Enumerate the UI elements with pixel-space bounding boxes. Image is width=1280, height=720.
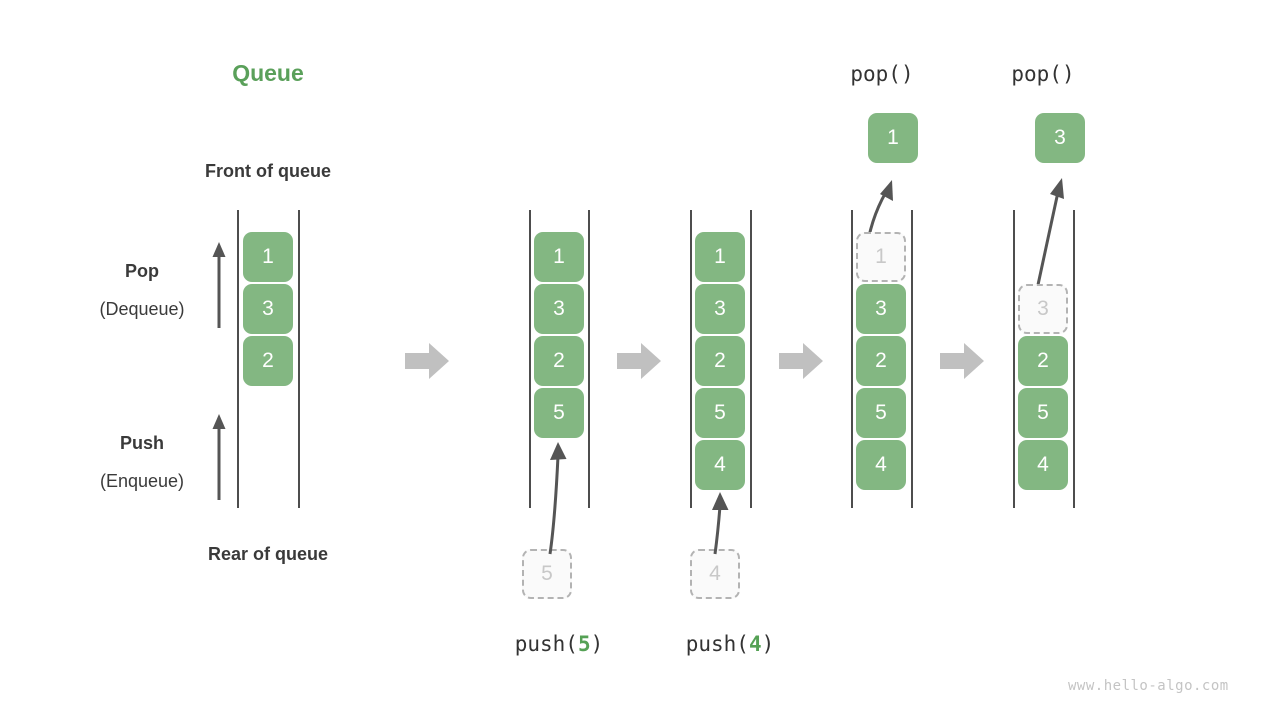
queue-cell: 1 bbox=[243, 232, 293, 282]
push-label: Push bbox=[119, 433, 164, 453]
queue-cell: 3 bbox=[695, 284, 745, 334]
queue-rail-left bbox=[690, 210, 692, 508]
push-direction-arrow-icon bbox=[212, 414, 226, 500]
queue-rail-right bbox=[750, 210, 752, 508]
queue-rail-right bbox=[298, 210, 300, 508]
push-insert-arrow-icon bbox=[548, 442, 567, 555]
queue-cell: 2 bbox=[856, 336, 906, 386]
queue-cell: 1 bbox=[695, 232, 745, 282]
incoming-ghost-cell: 4 bbox=[690, 549, 740, 599]
queue-rail-right bbox=[1073, 210, 1075, 508]
queue-cell: 2 bbox=[534, 336, 584, 386]
pop-caption-prefix: pop( bbox=[1011, 62, 1062, 86]
popped-cell: 3 bbox=[1035, 113, 1085, 163]
flow-arrow-icon bbox=[405, 343, 449, 379]
queue-cell: 5 bbox=[856, 388, 906, 438]
queue-rail-left bbox=[237, 210, 239, 508]
queue-rail-left bbox=[851, 210, 853, 508]
queue-cell: 5 bbox=[1018, 388, 1068, 438]
push-caption-prefix: push( bbox=[514, 632, 578, 656]
push-caption-prefix: push( bbox=[685, 632, 749, 656]
queue-rail-left bbox=[1013, 210, 1015, 508]
queue-cell: 3 bbox=[534, 284, 584, 334]
queue-cell: 3 bbox=[856, 284, 906, 334]
watermark: www.hello-algo.com bbox=[1068, 678, 1229, 694]
queue-rail-right bbox=[911, 210, 913, 508]
page-title: Queue bbox=[232, 60, 304, 86]
pop-caption-suffix: ) bbox=[1061, 62, 1075, 86]
flow-arrow-icon bbox=[940, 343, 984, 379]
queue-cell: 4 bbox=[1018, 440, 1068, 490]
push-4-caption: push(4) bbox=[650, 632, 810, 656]
queue-cell: 5 bbox=[534, 388, 584, 438]
queue-cell: 3 bbox=[1018, 284, 1068, 334]
pop-caption-prefix: pop( bbox=[850, 62, 901, 86]
flow-arrow-icon bbox=[779, 343, 823, 379]
queue-cell: 5 bbox=[695, 388, 745, 438]
push-caption-arg: 5 bbox=[577, 632, 591, 656]
pop-3-caption: pop() bbox=[982, 62, 1104, 86]
queue-cell: 4 bbox=[695, 440, 745, 490]
incoming-ghost-cell: 5 bbox=[522, 549, 572, 599]
rear-of-queue-label: Rear of queue bbox=[207, 544, 329, 564]
pop-sub-label: (Dequeue) bbox=[99, 299, 185, 319]
queue-cell: 2 bbox=[243, 336, 293, 386]
push-insert-arrow-icon bbox=[712, 492, 729, 555]
queue-rail-left bbox=[529, 210, 531, 508]
queue-cell: 3 bbox=[243, 284, 293, 334]
pop-1-caption: pop() bbox=[821, 62, 943, 86]
queue-cell: 1 bbox=[534, 232, 584, 282]
push-caption-suffix: ) bbox=[761, 632, 775, 656]
pop-direction-arrow-icon bbox=[212, 242, 226, 328]
queue-cell: 2 bbox=[1018, 336, 1068, 386]
push-5-caption: push(5) bbox=[479, 632, 639, 656]
queue-cell: 1 bbox=[856, 232, 906, 282]
queue-cell: 2 bbox=[695, 336, 745, 386]
front-of-queue-label: Front of queue bbox=[205, 161, 331, 181]
pop-label: Pop bbox=[125, 261, 159, 281]
queue-cell: 4 bbox=[856, 440, 906, 490]
pop-caption-suffix: ) bbox=[900, 62, 914, 86]
push-caption-suffix: ) bbox=[590, 632, 604, 656]
push-caption-arg: 4 bbox=[748, 632, 762, 656]
flow-arrow-icon bbox=[617, 343, 661, 379]
queue-rail-right bbox=[588, 210, 590, 508]
push-sub-label: (Enqueue) bbox=[99, 471, 185, 491]
popped-cell: 1 bbox=[868, 113, 918, 163]
